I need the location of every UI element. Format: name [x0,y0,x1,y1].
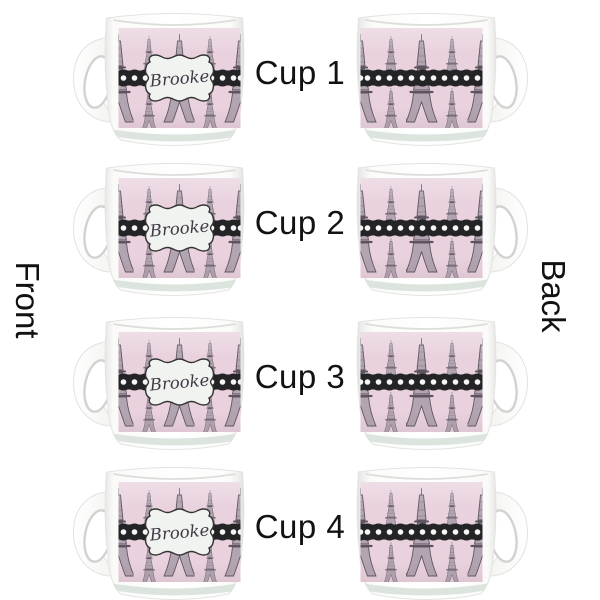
cup1-back-image [351,1,537,151]
cup4-front-image [64,455,250,600]
cup3-front-image [64,305,250,455]
cup-row-2: Cup 2 [0,151,600,301]
cup2-back-image [351,151,537,301]
cup1-label: Cup 1 [254,54,346,91]
cup1-front-image [64,1,250,151]
cup4-back-image [351,455,537,600]
cup-row-4: Cup 4 [0,455,600,600]
cup-row-1: Cup 1 [0,1,600,151]
cup2-front-image [64,151,250,301]
cup-row-3: Cup 3 [0,305,600,455]
cup3-back-image [351,305,537,455]
cup4-label: Cup 4 [254,508,346,545]
cup2-label: Cup 2 [254,204,346,241]
cup3-label: Cup 3 [254,358,346,395]
